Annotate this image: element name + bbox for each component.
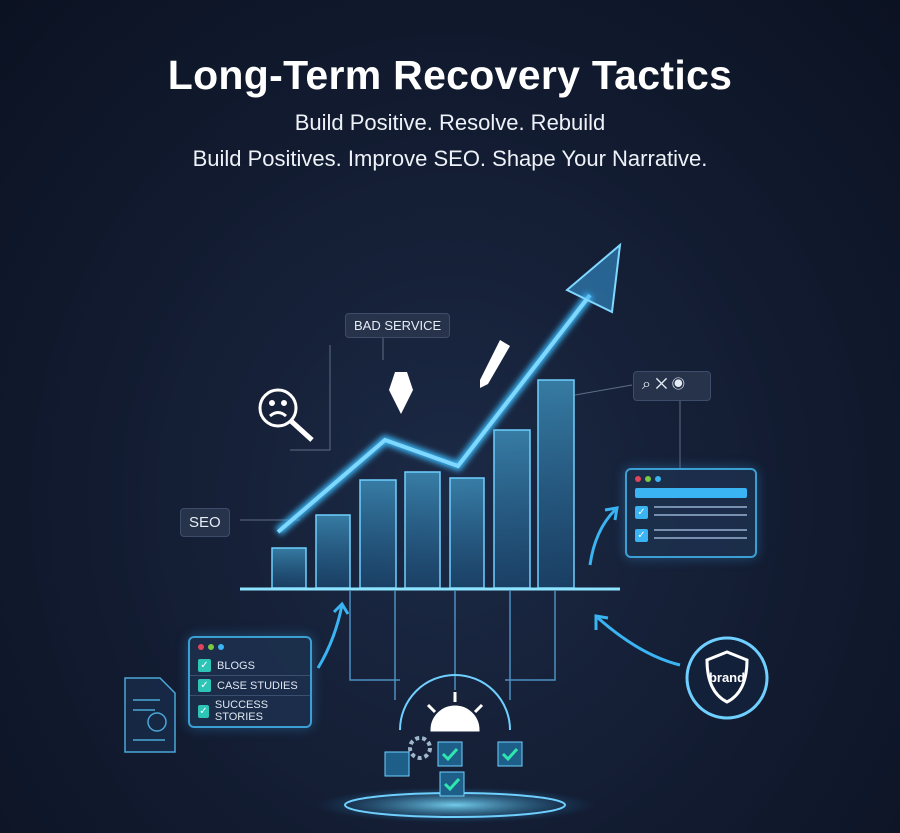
arrow-head-icon <box>565 242 622 314</box>
brand-label: brand <box>708 670 746 685</box>
bad-service-tag: BAD SERVICE <box>345 313 451 338</box>
list-item: ✓ SUCCESS STORIES <box>190 695 310 726</box>
check-cubes-icon <box>384 736 523 797</box>
item-label: CASE STUDIES <box>217 679 298 692</box>
bar-chart <box>271 379 575 589</box>
seo-tag: SEO <box>180 508 230 537</box>
gear-icon <box>408 736 432 760</box>
checkbox-checked-icon: ✓ <box>198 704 209 718</box>
tagline: Build Positives. Improve SEO. Shape Your… <box>192 146 708 171</box>
bar <box>359 479 397 589</box>
checkbox-checked-icon: ✓ <box>198 679 211 692</box>
bar <box>404 471 441 589</box>
item-label: BLOGS <box>217 659 255 672</box>
curved-arrow-icon <box>588 508 617 566</box>
bar <box>449 477 485 589</box>
curved-arrow-icon <box>316 604 344 669</box>
bar <box>315 514 351 589</box>
content-types-panel: ✓BLOGS ✓CASE STUDIES ✓SUCCESS STORIES <box>188 636 312 728</box>
search-icon: ⌕ ✕ ◉ <box>642 376 685 393</box>
search-tools-tag: ⌕ ✕ ◉ <box>633 371 711 401</box>
list-item: ✓ CASE STUDIES <box>190 675 310 695</box>
brand-badge <box>685 636 769 720</box>
bar <box>271 547 307 589</box>
checkbox-checked-icon: ✓ <box>635 506 648 519</box>
shield-icon <box>705 650 749 704</box>
search-bar <box>635 488 747 498</box>
result-item: ✓ <box>635 529 747 542</box>
result-item: ✓ <box>635 506 747 519</box>
item-label: SUCCESS STORIES <box>214 699 269 723</box>
subtitle: Build Positive. Resolve. Rebuild <box>294 110 606 135</box>
pen-nib-icon <box>389 372 413 414</box>
bar <box>537 379 575 589</box>
sun-icon <box>426 692 484 732</box>
page-title: Long-Term Recovery Tactics <box>167 52 733 98</box>
pen-icon <box>480 340 510 388</box>
checkbox-checked-icon: ✓ <box>198 659 211 672</box>
list-item: ✓ BLOGS <box>190 656 310 675</box>
document-gear-icon <box>124 677 176 753</box>
sad-magnifier-icon <box>258 388 314 442</box>
curved-arrow-icon <box>597 616 681 667</box>
bar <box>493 429 531 589</box>
checkbox-checked-icon: ✓ <box>635 529 648 542</box>
search-results-panel: ✓ ✓ <box>625 468 757 558</box>
